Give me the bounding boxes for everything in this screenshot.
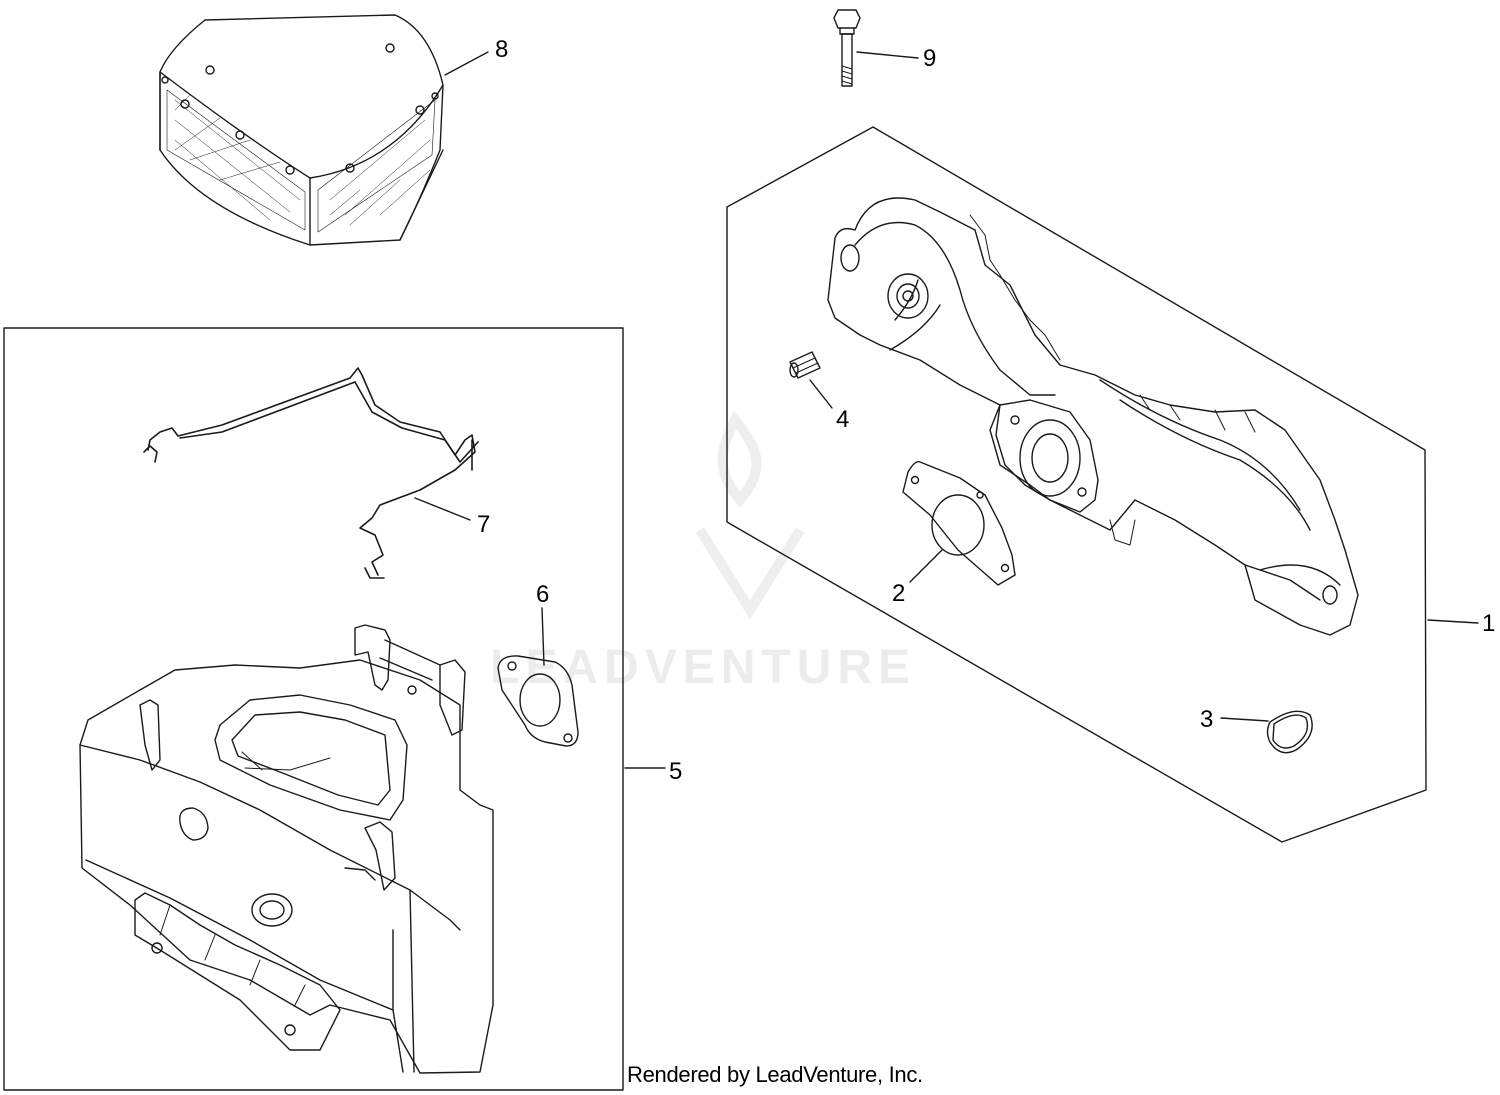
kit-5-frame [3,327,624,1091]
callout-9: 9 [923,45,937,72]
callout-7: 7 [477,511,491,538]
bolt [833,9,861,87]
kit-1-frame [726,126,1427,843]
callout-5: 5 [669,758,683,785]
watermark-text: LEADVENTURE [490,641,917,694]
air-cleaner-gasket [497,655,579,747]
air-filter-element [159,14,444,246]
wire-retainer [143,367,479,579]
callout-1: 1 [1482,610,1496,637]
callout-8: 8 [495,36,509,63]
callout-3: 3 [1200,706,1214,733]
o-ring [1266,710,1313,754]
callout-4: 4 [836,406,850,433]
air-cleaner-base [79,624,494,1074]
render-credit: Rendered by LeadVenture, Inc. [627,1062,923,1087]
intake-manifold [827,197,1359,636]
manifold-gasket [902,461,1016,586]
callout-2: 2 [892,580,906,607]
threaded-insert [789,351,821,379]
callout-6: 6 [536,581,550,608]
